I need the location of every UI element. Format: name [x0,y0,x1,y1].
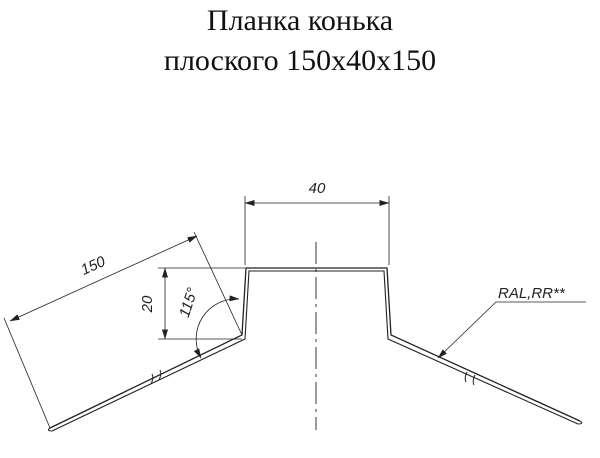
drawing-title-line-1: Планка конька [206,4,394,37]
angle-arc-115 [193,295,240,359]
leader-line [437,301,497,359]
left-hem [47,427,53,432]
right-hem [577,420,583,425]
angle-label-115: 115° [176,286,201,320]
right-break-mark [464,371,476,386]
dimension-label-20: 20 [139,295,156,313]
dimension-label-40: 40 [309,180,326,197]
drawing-title-line-2: плоского 150х40х150 [163,44,437,77]
left-break-mark [150,369,162,385]
dimension-line-150 [9,235,198,322]
dimension-label-150: 150 [78,253,108,279]
extension-line-150-lower [3,317,51,429]
coating-label: RAL,RR** [498,285,566,302]
